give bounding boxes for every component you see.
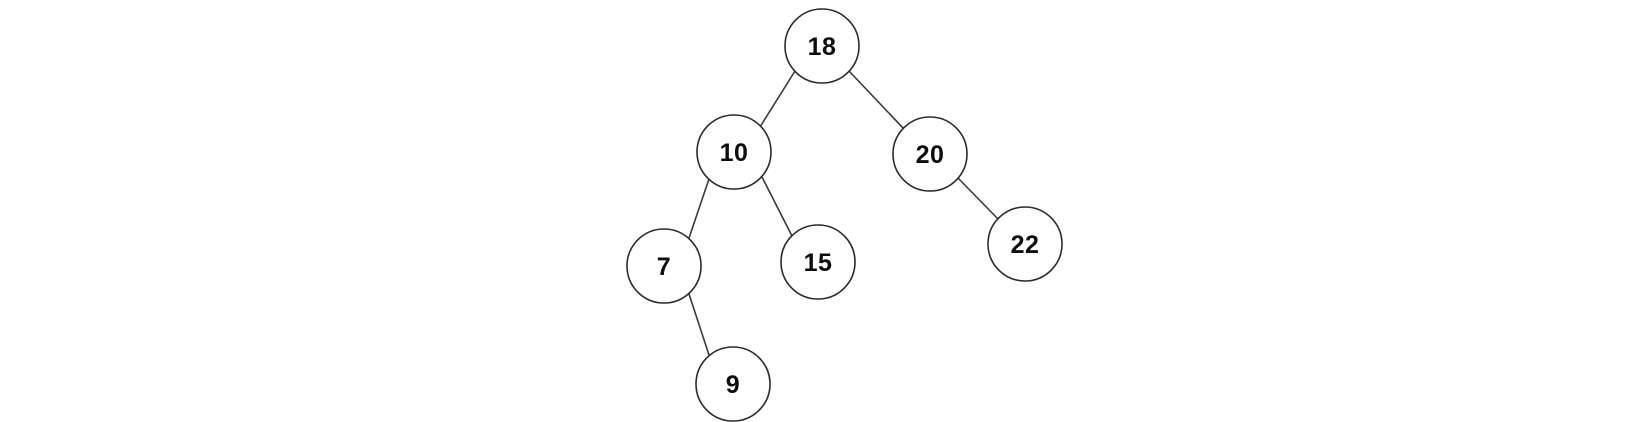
tree-node[interactable]: 18 <box>784 8 860 84</box>
tree-edge <box>759 70 796 128</box>
tree-node[interactable]: 20 <box>892 116 968 192</box>
node-label: 10 <box>720 139 749 167</box>
tree-node[interactable]: 22 <box>987 206 1063 282</box>
tree-edge <box>848 70 905 130</box>
tree-edge <box>956 176 1000 221</box>
node-circle[interactable] <box>784 8 860 84</box>
node-circle[interactable] <box>626 228 702 304</box>
node-label: 15 <box>804 249 833 277</box>
node-circle[interactable] <box>695 346 771 422</box>
node-circle[interactable] <box>987 206 1063 282</box>
node-label: 20 <box>916 141 945 169</box>
tree-node[interactable]: 15 <box>780 224 856 300</box>
node-circle[interactable] <box>892 116 968 192</box>
node-circle[interactable] <box>780 224 856 300</box>
tree-edge <box>688 178 710 239</box>
node-label: 7 <box>657 253 671 281</box>
tree-edge <box>761 176 793 237</box>
node-label: 18 <box>808 33 837 61</box>
tree-edge <box>688 293 711 359</box>
tree-node[interactable]: 9 <box>695 346 771 422</box>
node-circle[interactable] <box>696 114 772 190</box>
tree-node[interactable]: 10 <box>696 114 772 190</box>
tree-nodes-group: 18 10 20 7 15 22 9 <box>626 8 1063 422</box>
node-label: 22 <box>1011 231 1040 259</box>
tree-edges-group <box>688 70 1000 359</box>
node-label: 9 <box>726 371 740 399</box>
tree-node[interactable]: 7 <box>626 228 702 304</box>
